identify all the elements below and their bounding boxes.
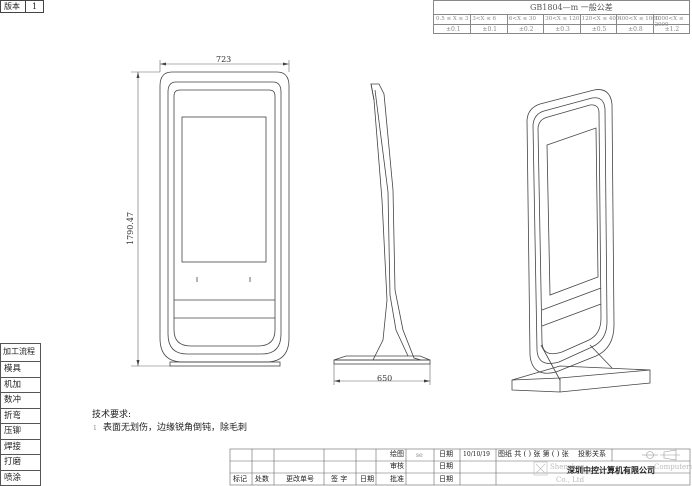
tb-projection: 投影关系 [578, 450, 606, 458]
dim-height-front: 1790.47 [126, 212, 135, 245]
tb-date-label-1: 日期 [439, 450, 453, 458]
version-value: 1 [32, 2, 38, 11]
tb-date-value: 10/10/19 [463, 451, 490, 458]
tolerance-value: ±1.2 [664, 26, 680, 33]
tolerance-value: ±0.1 [482, 26, 497, 33]
process-item: 喷涂 [4, 472, 22, 483]
tb-company-en-2: Computers [654, 463, 692, 471]
tb-col-label: 签 字 [331, 475, 348, 483]
tb-company-en-3: Co., Ltd [556, 476, 585, 484]
tolerance-value: ±0.8 [628, 26, 643, 33]
tolerance-range: 6<X ≤ 30 [508, 16, 536, 22]
tolerance-value: ±0.1 [446, 26, 461, 33]
dim-width-front: 723 [216, 55, 231, 64]
notes-bullet: 1 [93, 425, 97, 432]
tb-company-en-1: Shenzhen [550, 463, 585, 471]
version-label: 版本 [4, 2, 20, 11]
process-item: 折弯 [4, 410, 22, 421]
process-item: 焊接 [4, 441, 22, 452]
tb-approve-label: 批准 [390, 475, 404, 483]
tolerance-value: ±0.5 [591, 26, 607, 33]
projection-symbol-icon [642, 449, 680, 461]
tb-date-label-3: 日期 [439, 475, 453, 483]
process-item: 机加 [4, 379, 22, 390]
tb-draw-value: se [416, 452, 423, 459]
side-view [333, 83, 431, 365]
tb-company: 深圳中控计算机有限公司 [567, 465, 655, 475]
tolerance-range: 400<X ≤ 1000 [618, 16, 660, 22]
process-table: 加工流程 模具机加数冲折弯压铆焊接打磨喷涂 [0, 343, 41, 486]
process-item: 模具 [4, 364, 22, 374]
tb-check-label: 审核 [390, 462, 404, 470]
tb-draw-label: 绘图 [390, 450, 404, 458]
tolerance-range: 120<X ≤ 400 [581, 16, 620, 22]
tb-col-label: 日期 [360, 475, 374, 483]
version-box: 版本 1 [0, 0, 44, 13]
process-item: 数冲 [4, 395, 22, 405]
tolerance-table: GB1804—m 一般公差 0.5 ≤ X ≤ 3 ±0.1 3<X ≤ 6 ±0.1… [433, 0, 690, 34]
tolerance-range: 30<X ≤ 120 [545, 16, 580, 22]
tolerance-value: ±0.3 [555, 26, 570, 33]
tolerance-range: 0.5 ≤ X ≤ 3 [436, 16, 469, 22]
tb-col-label: 处数 [255, 475, 269, 483]
notes-text: 表面无划伤，边缘锐角倒钝，除毛刺 [103, 423, 248, 433]
tolerance-title: GB1804—m 一般公差 [530, 3, 613, 12]
tb-col-label: 标记 [233, 475, 247, 483]
process-title: 加工流程 [3, 347, 35, 356]
company-logo-icon [533, 461, 548, 476]
front-view [159, 71, 290, 367]
tb-sheet-text: 图纸 共 ( ) 张 第 ( ) 张 [498, 450, 569, 458]
tb-date-label-2: 日期 [439, 462, 453, 470]
notes-title: 技术要求: [92, 410, 132, 420]
isometric-view [511, 89, 651, 393]
tolerance-range: 1000<X ≤ 2000 [654, 16, 684, 28]
tolerance-range: 3<X ≤ 6 [472, 16, 497, 22]
tb-col-label: 更改单号 [286, 475, 314, 483]
dim-width-side: 650 [377, 374, 392, 383]
process-item: 打磨 [4, 457, 22, 467]
process-item: 压铆 [4, 426, 22, 436]
tolerance-value: ±0.2 [518, 26, 534, 33]
